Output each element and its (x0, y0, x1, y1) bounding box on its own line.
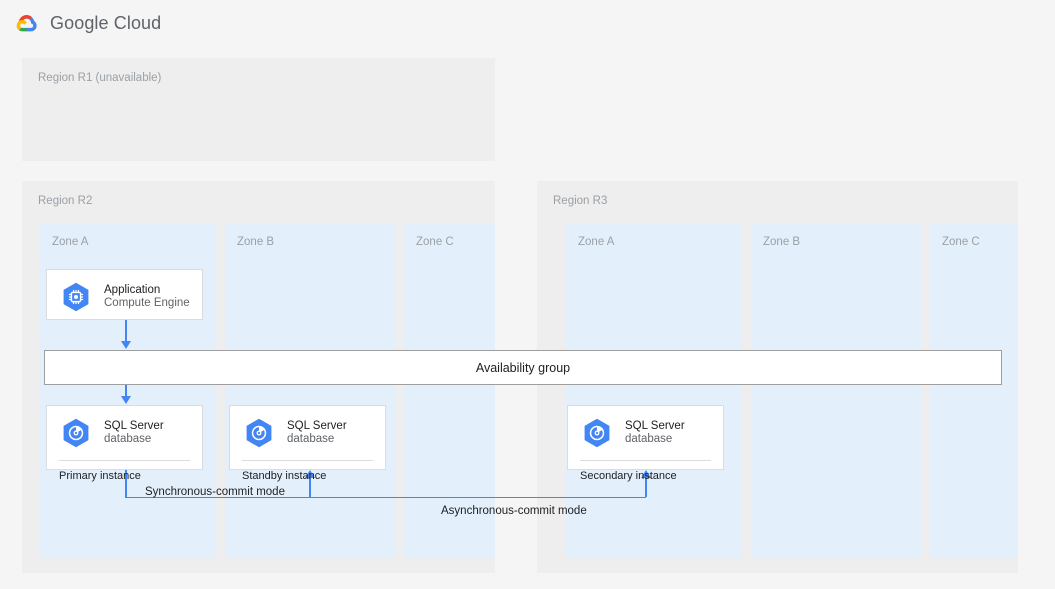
region-r3-label: Region R3 (553, 195, 608, 207)
card-primary-footer: Primary instance (59, 470, 141, 482)
asynchronous-commit-mode-label: Asynchronous-commit mode (441, 505, 587, 517)
card-divider (580, 460, 711, 461)
zone-r2-b: Zone B (225, 223, 395, 558)
zone-r3-a-label: Zone A (578, 236, 615, 248)
card-application-title: Application (104, 283, 161, 296)
card-standby-footer: Standby instance (242, 470, 327, 482)
google-cloud-logo: Google Cloud (14, 12, 161, 34)
zone-r3-c: Zone C (930, 223, 1018, 558)
card-secondary-footer: Secondary instance (580, 470, 677, 482)
brand-label: Google Cloud (50, 12, 162, 33)
availability-group-bar: Availability group (44, 350, 1002, 385)
sql-server-database-icon (246, 418, 272, 448)
card-primary-title: SQL Server (104, 419, 164, 432)
card-application-subtitle: Compute Engine (104, 297, 190, 309)
zone-r2-c: Zone C (404, 223, 495, 558)
zone-r3-b: Zone B (751, 223, 921, 558)
zone-r3-c-label: Zone C (942, 236, 980, 248)
card-secondary-instance[interactable]: SQL Server database Secondary instance (567, 405, 724, 482)
card-primary-instance[interactable]: SQL Server database Primary instance (46, 405, 203, 482)
card-divider (59, 460, 190, 461)
zone-r2-b-label: Zone B (237, 236, 275, 248)
card-standby-subtitle: database (287, 433, 335, 445)
card-divider (242, 460, 373, 461)
zone-r2-a-label: Zone A (52, 236, 89, 248)
availability-group-label: Availability group (475, 360, 571, 375)
zone-r2-c-label: Zone C (416, 236, 454, 248)
card-standby-instance[interactable]: SQL Server database Standby instance (229, 405, 386, 482)
google-cloud-logo-icon (16, 15, 37, 32)
card-secondary-title: SQL Server (625, 419, 685, 432)
sql-server-database-icon (63, 418, 89, 448)
zone-r3-a: Zone A (566, 223, 742, 558)
synchronous-commit-mode-label: Synchronous-commit mode (145, 486, 285, 498)
region-r2-label: Region R2 (38, 195, 93, 207)
region-r1: Region R1 (unavailable) (22, 58, 495, 161)
card-standby-title: SQL Server (287, 419, 347, 432)
card-application[interactable]: Application Compute Engine (46, 269, 203, 320)
compute-engine-icon (63, 282, 89, 312)
region-r1-label: Region R1 (unavailable) (38, 72, 162, 84)
zone-r3-b-label: Zone B (763, 236, 801, 248)
card-primary-subtitle: database (104, 433, 152, 445)
sql-server-database-icon (584, 418, 610, 448)
page-header: Google Cloud (0, 0, 1055, 45)
card-secondary-subtitle: database (625, 433, 673, 445)
